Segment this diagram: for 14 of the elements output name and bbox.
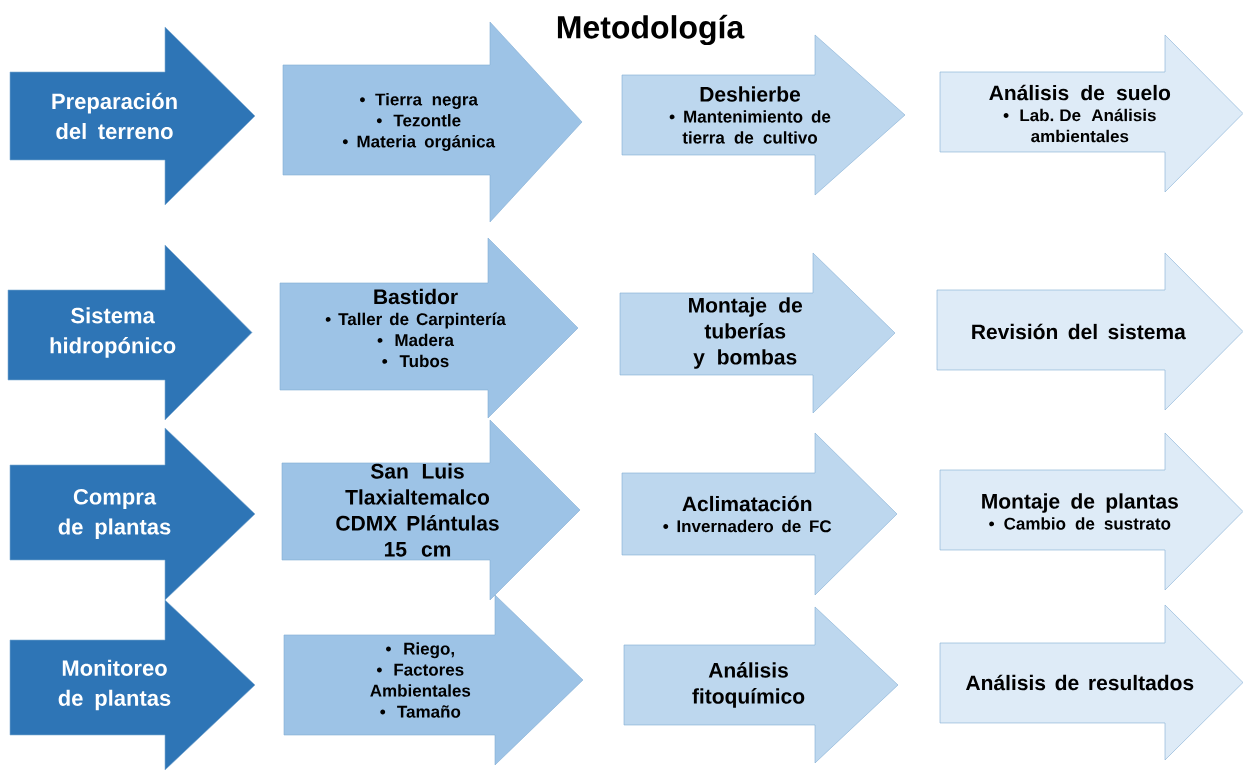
step-box: Revisión del sistema xyxy=(936,252,1243,411)
step-box: San Luis Tlaxialtemalco CDMX Plántulas 15 cm xyxy=(281,419,581,601)
step-box: • Riego, • Factores Ambientales • Tamaño xyxy=(283,594,584,766)
step-box: Análisis de resultados xyxy=(939,604,1243,761)
step-box: Montaje de plantas • Cambio de sustrato xyxy=(939,432,1243,591)
step-box: Análisis fitoquímico xyxy=(623,606,899,764)
step-box: Montaje de tuberías y bombas xyxy=(619,252,896,414)
step-box: Sistema hidropónico xyxy=(7,244,253,421)
step-box: Análisis de suelo • Lab. De Análisis ambientales xyxy=(939,34,1243,193)
step-box: Bastidor • Taller de Carpintería • Madera • Tubos xyxy=(279,237,579,419)
step-box: Monitoreo de plantas xyxy=(9,599,256,771)
step-box: Preparación del terreno xyxy=(9,26,256,206)
step-box: Aclimatación • Invernadero de FC xyxy=(621,432,898,596)
step-box: Compra de plantas xyxy=(9,427,256,601)
